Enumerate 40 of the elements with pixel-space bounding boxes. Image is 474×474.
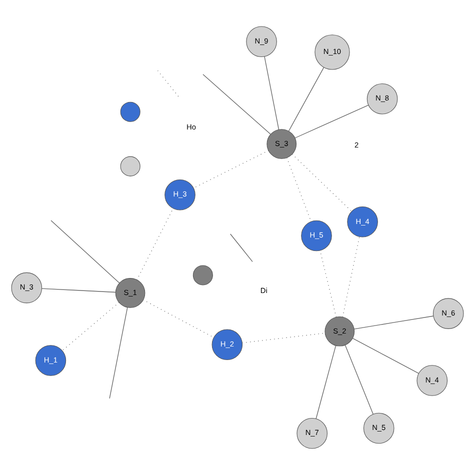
node-circle: H_4 bbox=[346, 206, 378, 237]
node-circle: H_2 bbox=[211, 328, 242, 360]
node-circle: N_7 bbox=[296, 417, 327, 448]
node-circle bbox=[120, 156, 140, 176]
node-circle: S_2 bbox=[324, 316, 354, 346]
node-circle: N_5 bbox=[362, 412, 394, 444]
label: 2 bbox=[354, 140, 358, 150]
node-circle: N_9 bbox=[246, 26, 276, 57]
connector bbox=[40, 288, 116, 292]
node-circle: N_6 bbox=[432, 298, 464, 328]
connector bbox=[294, 104, 368, 138]
connector bbox=[202, 74, 270, 134]
node-circle: H_1 bbox=[34, 344, 66, 376]
connector bbox=[264, 56, 279, 130]
connector bbox=[108, 306, 128, 398]
node-circle: N_10 bbox=[314, 34, 350, 70]
legend-label: Di bbox=[260, 285, 267, 294]
connector bbox=[50, 220, 120, 283]
connector bbox=[315, 344, 336, 418]
connector bbox=[142, 298, 214, 338]
connector bbox=[192, 150, 268, 188]
connector bbox=[291, 153, 352, 212]
connector bbox=[344, 344, 374, 414]
node-circle: S_1 bbox=[114, 278, 145, 308]
node-circle: N_4 bbox=[416, 364, 448, 396]
node-circle: S_3 bbox=[266, 128, 296, 158]
node-circle bbox=[192, 264, 212, 285]
connector bbox=[286, 156, 311, 222]
connector bbox=[352, 337, 419, 374]
node-circle: N_3 bbox=[10, 272, 42, 303]
connector bbox=[241, 332, 326, 343]
node-circle: H_3 bbox=[164, 178, 195, 210]
connector bbox=[342, 236, 360, 317]
legend-label: Ho bbox=[186, 122, 196, 132]
connector bbox=[288, 66, 324, 132]
node-circle: H_5 bbox=[300, 220, 332, 251]
connector bbox=[61, 302, 119, 351]
connector bbox=[353, 315, 434, 329]
node-circle: N_8 bbox=[366, 82, 398, 114]
node-circle bbox=[120, 101, 140, 122]
